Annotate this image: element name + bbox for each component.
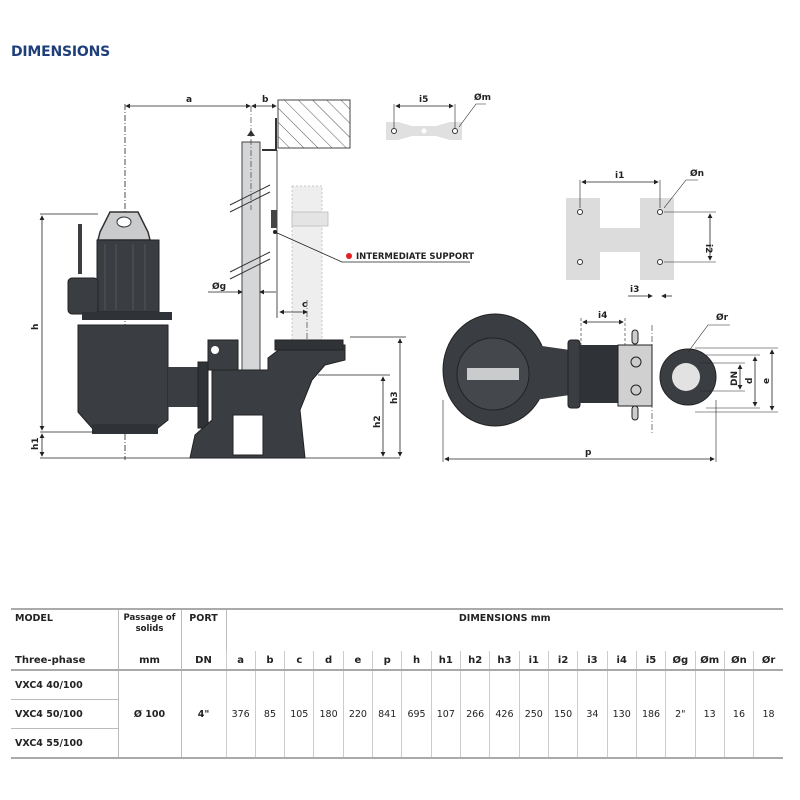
side-view: a b INTERMEDIATE SUPPORT Øg c [31, 95, 474, 460]
dim-col-header: i1 [518, 651, 549, 671]
support-marker-icon [346, 253, 352, 259]
label-h1: h1 [31, 437, 41, 450]
label-h2: h2 [373, 415, 383, 428]
label-d: d [745, 378, 755, 384]
label-g: Øg [212, 281, 226, 292]
dim-col-header: i5 [635, 651, 666, 671]
top-view: i4 Ør DN d e p [442, 311, 778, 462]
label-i1: i1 [615, 171, 624, 181]
label-h3: h3 [390, 391, 400, 404]
bracket-detail: i5 Øm [386, 92, 491, 140]
port-unit: DN [180, 651, 226, 671]
dim-col-header: i2 [547, 651, 578, 671]
dim-col-header: h3 [489, 651, 520, 671]
dim-value: 18 [753, 670, 783, 759]
dim-value: 220 [342, 670, 373, 759]
dim-value: 130 [606, 670, 637, 759]
baseplate-detail: i1 Øn i2 i3 [566, 168, 716, 299]
dim-value: 186 [635, 670, 666, 759]
passage-header: Passage of solids [117, 608, 181, 651]
dim-value: 85 [254, 670, 285, 759]
model-header: MODEL [11, 608, 118, 651]
label-p: p [585, 448, 592, 458]
label-b: b [262, 95, 269, 105]
label-a: a [186, 95, 192, 105]
label-dn: DN [730, 371, 740, 386]
dim-col-header: Øg [665, 651, 695, 671]
dim-col-header: i3 [577, 651, 608, 671]
label-n: Øn [690, 168, 704, 179]
label-m: Øm [474, 92, 491, 103]
dim-value: 105 [284, 670, 314, 759]
port-value: 4" [180, 670, 226, 759]
passage-unit: mm [117, 651, 181, 671]
dim-value: 180 [313, 670, 344, 759]
port-header: PORT [180, 608, 226, 651]
dim-col-header: Ør [753, 651, 783, 671]
label-intermediate-support: INTERMEDIATE SUPPORT [356, 252, 474, 262]
dim-value: 34 [577, 670, 608, 759]
motor-housing [96, 239, 160, 313]
model-name: VXC4 40/100 [11, 670, 118, 700]
dim-col-header: h2 [459, 651, 490, 671]
dim-value: 2" [665, 670, 695, 759]
dim-col-header: p [372, 651, 402, 671]
dim-value: 266 [459, 670, 490, 759]
dim-value: 150 [547, 670, 578, 759]
dim-col-header: b [254, 651, 285, 671]
pump-volute [77, 324, 169, 429]
dim-value: 250 [518, 670, 549, 759]
dim-col-header: h [401, 651, 432, 671]
label-h: h [31, 324, 41, 330]
model-name: VXC4 55/100 [11, 728, 118, 759]
dim-col-header: a [225, 651, 256, 671]
label-i5: i5 [419, 95, 428, 105]
label-i2: i2 [703, 244, 713, 253]
label-e: e [762, 378, 772, 384]
dim-col-header: d [313, 651, 344, 671]
model-subheader: Three-phase [11, 651, 118, 671]
dimensions-header: DIMENSIONS mm [225, 608, 783, 651]
dim-col-header: h1 [430, 651, 461, 671]
page-title: DIMENSIONS [11, 44, 111, 60]
dim-value: 16 [723, 670, 754, 759]
dimensions-table: MODEL Passage of solids PORT DIMENSIONS … [11, 608, 783, 759]
dim-col-header: Øm [694, 651, 725, 671]
label-r: Ør [716, 312, 729, 323]
dimension-drawing: a b INTERMEDIATE SUPPORT Øg c [31, 92, 778, 462]
wall-hatch [277, 99, 351, 149]
dim-col-header: c [284, 651, 314, 671]
dim-col-header: Øn [723, 651, 754, 671]
dim-col-header: i4 [606, 651, 637, 671]
dim-value: 695 [401, 670, 432, 759]
label-i4: i4 [598, 311, 607, 321]
label-c: c [302, 300, 307, 310]
wall-bracket [262, 118, 277, 151]
dim-value: 841 [372, 670, 402, 759]
dim-value: 426 [489, 670, 520, 759]
dim-value: 13 [694, 670, 725, 759]
dim-value: 376 [225, 670, 256, 759]
label-i3: i3 [630, 285, 639, 295]
model-name: VXC4 50/100 [11, 699, 118, 729]
dim-value: 107 [430, 670, 461, 759]
dim-col-header: e [342, 651, 373, 671]
passage-value: Ø 100 [117, 670, 181, 759]
